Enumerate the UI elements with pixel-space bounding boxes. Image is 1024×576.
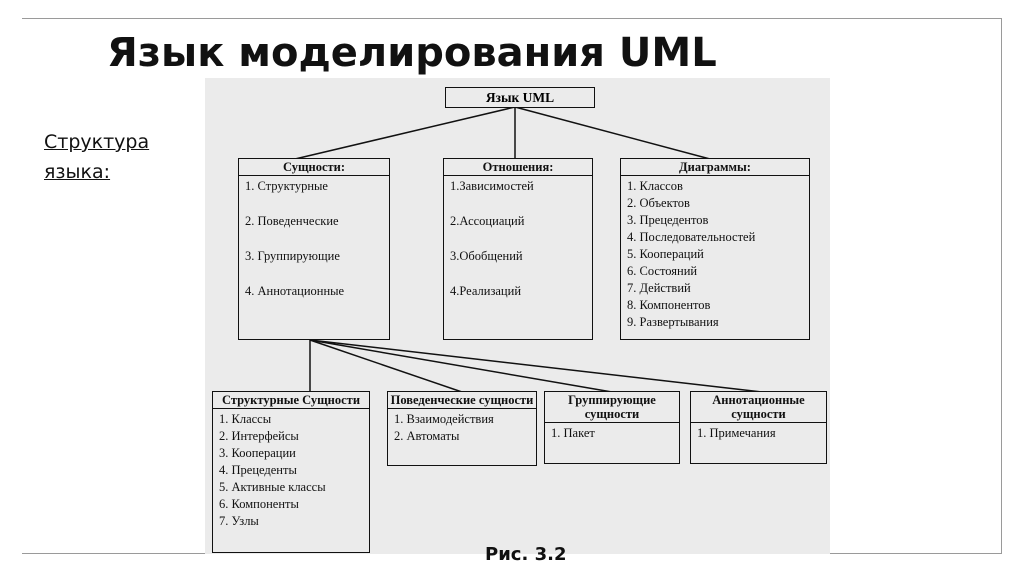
list-item: 4.Реализаций: [450, 284, 522, 298]
group-list-diagrams: 1. Классов 2. Объектов 3. Прецедентов 4.…: [621, 176, 809, 333]
entity-box-structural: Структурные Сущности 1. Классы 2. Интерф…: [212, 391, 370, 553]
entity-list-structural: 1. Классы 2. Интерфейсы 3. Кооперации 4.…: [213, 409, 369, 532]
list-item: 2. Интерфейсы: [219, 429, 299, 443]
group-box-relations: Отношения: 1.Зависимостей 2.Ассоциаций 3…: [443, 158, 593, 340]
entity-list-behavioral: 1. Взаимодействия 2. Автоматы: [388, 409, 536, 447]
list-item: 1. Структурные: [245, 179, 328, 193]
entity-title-behavioral: Поведенческие сущности: [388, 392, 536, 409]
list-item: 7. Действий: [627, 281, 691, 295]
group-list-entities: 1. Структурные 2. Поведенческие 3. Групп…: [239, 176, 389, 320]
entity-box-grouping: Группирующие сущности 1. Пакет: [544, 391, 680, 464]
entity-box-behavioral: Поведенческие сущности 1. Взаимодействия…: [387, 391, 537, 466]
group-box-diagrams: Диаграммы: 1. Классов 2. Объектов 3. Пре…: [620, 158, 810, 340]
list-item: 5. Активные классы: [219, 480, 326, 494]
group-box-entities: Сущности: 1. Структурные 2. Поведенчески…: [238, 158, 390, 340]
list-item: 3. Группирующие: [245, 249, 340, 263]
list-item: 6. Состояний: [627, 264, 698, 278]
slide-title: Язык моделирования UML: [107, 30, 717, 76]
diagram-connectors: [294, 106, 763, 393]
uml-structure-diagram: Язык UML Сущности: 1. Структурные 2. Пов…: [205, 78, 830, 565]
connector-entities-annotation: [309, 339, 763, 393]
list-item: 4. Аннотационные: [245, 284, 345, 298]
list-item: 6. Компоненты: [219, 497, 299, 511]
list-item: 7. Узлы: [219, 514, 259, 528]
group-list-relations: 1.Зависимостей 2.Ассоциаций 3.Обобщений …: [444, 176, 592, 320]
root-node-uml: Язык UML: [445, 87, 595, 108]
list-item: 1. Взаимодействия: [394, 412, 494, 426]
list-item: 4. Прецеденты: [219, 463, 297, 477]
list-item: 4. Последовательностей: [627, 230, 756, 244]
entity-title-annotation: Аннотационные сущности: [691, 392, 826, 423]
list-item: 5. Коопераций: [627, 247, 704, 261]
group-title-entities: Сущности:: [239, 159, 389, 176]
entity-list-grouping: 1. Пакет: [545, 423, 679, 444]
list-item: 3. Прецедентов: [627, 213, 709, 227]
connector-root-diagrams: [514, 106, 711, 160]
connector-entities-behavioral: [309, 339, 463, 393]
list-item: 1.Зависимостей: [450, 179, 534, 193]
entity-title-grouping: Группирующие сущности: [545, 392, 679, 423]
list-item: 1. Пакет: [551, 426, 595, 440]
list-item: 1. Классов: [627, 179, 683, 193]
entity-list-annotation: 1. Примечания: [691, 423, 826, 444]
list-item: 1. Примечания: [697, 426, 776, 440]
list-item: 8. Компонентов: [627, 298, 711, 312]
list-item: 3.Обобщений: [450, 249, 523, 263]
group-title-diagrams: Диаграммы:: [621, 159, 809, 176]
list-item: 9. Развертывания: [627, 315, 719, 329]
figure-caption: Рис. 3.2: [485, 544, 567, 565]
list-item: 1. Классы: [219, 412, 272, 426]
connector-root-entities: [294, 106, 516, 160]
list-item: 3. Кооперации: [219, 446, 296, 460]
entity-title-structural: Структурные Сущности: [213, 392, 369, 409]
list-item: 2. Поведенческие: [245, 214, 339, 228]
group-title-relations: Отношения:: [444, 159, 592, 176]
list-item: 2. Объектов: [627, 196, 690, 210]
slide-subtitle: Структура языка:: [44, 131, 150, 183]
connector-entities-grouping: [309, 339, 613, 393]
list-item: 2. Автоматы: [394, 429, 460, 443]
list-item: 2.Ассоциаций: [450, 214, 525, 228]
entity-box-annotation: Аннотационные сущности 1. Примечания: [690, 391, 827, 464]
